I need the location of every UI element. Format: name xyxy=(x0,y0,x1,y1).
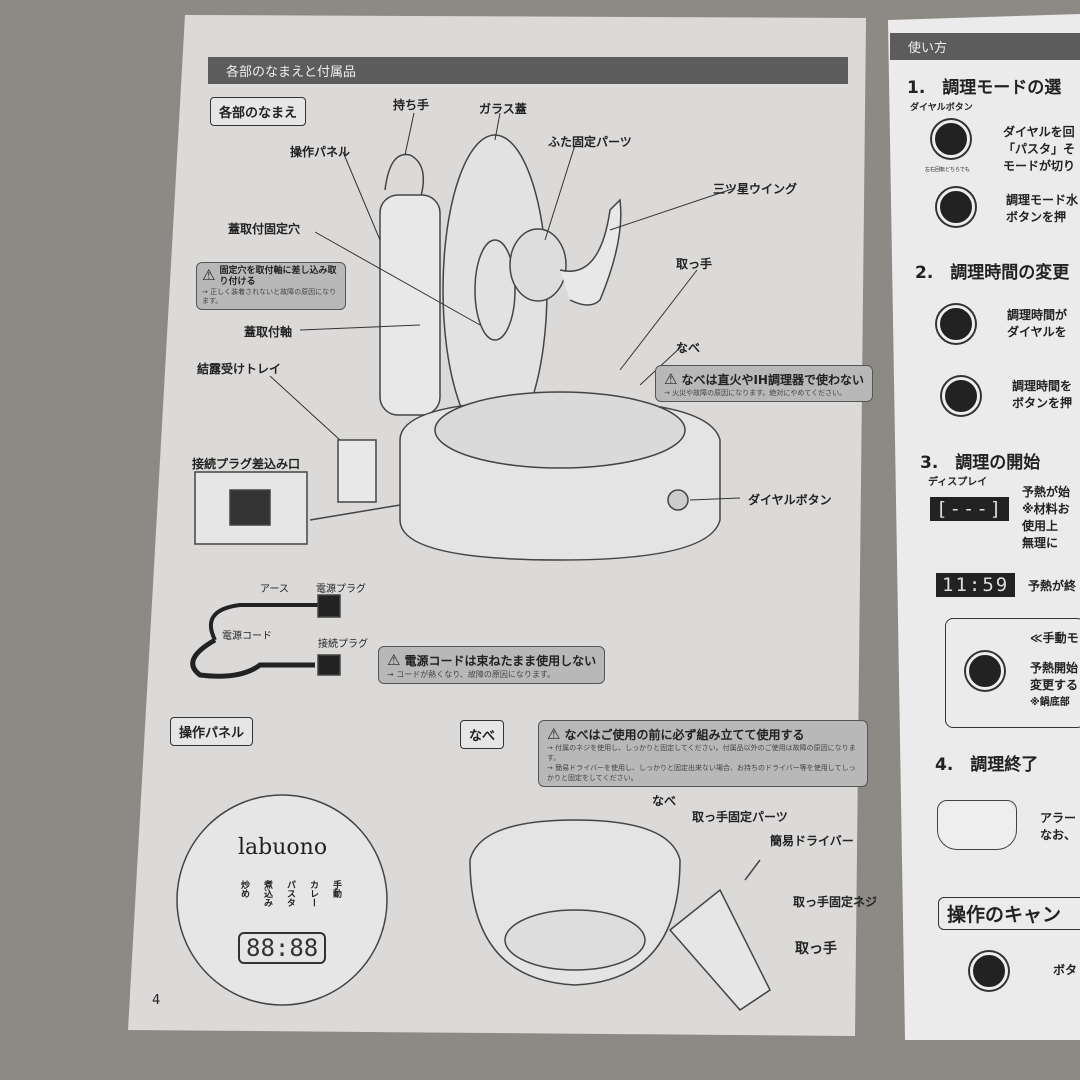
press-button-icon xyxy=(942,377,980,415)
section-header: 各部のなまえと付属品 xyxy=(208,57,848,84)
warning-icon: ⚠ xyxy=(547,725,561,743)
warning-icon: ⚠ xyxy=(664,370,678,388)
step1-title: 1. 調理モードの選 xyxy=(907,78,1062,98)
label-lid-hole: 蓋取付固定穴 xyxy=(228,222,301,236)
label-power-cord: 電源コード xyxy=(222,631,272,642)
step3-text1: 予熱が始※材料お使用上無理に xyxy=(1022,485,1071,550)
label-lid-shaft: 蓋取付軸 xyxy=(244,325,293,339)
pot-heading: なべ xyxy=(460,720,505,749)
label-glass-lid: ガラス蓋 xyxy=(479,102,527,116)
step3-text2: 予熱が終 xyxy=(1028,579,1077,593)
brand-logo: labuono xyxy=(238,835,328,860)
panel-heading: 操作パネル xyxy=(170,717,254,746)
warning-icon: ⚠ xyxy=(202,266,216,284)
label-pot: なべ xyxy=(676,341,701,355)
label-handle: 取っ手 xyxy=(676,257,713,271)
label-pot-2: なべ xyxy=(652,794,677,808)
lcd-time: 11:59 xyxy=(936,573,1016,597)
label-handle-top: 持ち手 xyxy=(393,98,430,112)
label-lid-fix-parts: ふた固定パーツ xyxy=(548,135,632,149)
mode-pasta: パスタ xyxy=(285,880,295,907)
mode-labels: 炒め 煮込み パスタ カレー 手動 xyxy=(238,880,343,907)
label-driver: 簡易ドライバー xyxy=(770,834,854,848)
label-dew-tray: 結露受けトレイ xyxy=(197,362,282,376)
right-section-header: 使い方 xyxy=(890,33,1080,60)
label-connect-plug: 接続プラグ xyxy=(318,639,368,650)
mode-curry: カレー xyxy=(308,880,318,907)
dial-label: ダイヤルボタン xyxy=(910,103,973,113)
cancel-text: ボタ xyxy=(1053,963,1078,977)
label-screw: 取っ手固定ネジ xyxy=(793,895,878,909)
step1-text2: 調理モード水ボタンを押 xyxy=(1006,193,1079,224)
warning-assemble: ⚠なべはご使用の前に必ず組み立てて使用する→ 付属のネジを使用し、しっかりと固定… xyxy=(538,720,868,787)
manual-title: ≪手動モ xyxy=(1030,631,1079,645)
step4-title: 4. 調理終了 xyxy=(935,755,1039,775)
step1-text1: ダイヤルを回「パスタ」そモードが切り xyxy=(1003,125,1076,173)
dial-knob-icon xyxy=(932,120,970,158)
press-button-icon xyxy=(937,188,975,226)
warning-lid-sub: → 正しく装着されないと故障の原因になります。 xyxy=(202,288,337,305)
rotate-note: 左右回転どちらでも xyxy=(925,167,970,173)
label-dial-button: ダイヤルボタン xyxy=(748,493,832,507)
parts-heading: 各部のなまえ xyxy=(210,97,307,126)
label-power-plug: 電源プラグ xyxy=(316,584,366,595)
step3-title: 3. 調理の開始 xyxy=(920,453,1041,473)
label-earth: アース xyxy=(260,584,289,595)
label-handle-fix: 取っ手固定パーツ xyxy=(692,810,788,824)
manual-mode-box xyxy=(945,618,1080,728)
display-label: ディスプレイ xyxy=(928,477,988,488)
warning-icon: ⚠ xyxy=(387,651,401,669)
step4-text: アラーなお、 xyxy=(1040,811,1077,842)
page-number: 4 xyxy=(152,993,161,1008)
label-handle-2: 取っ手 xyxy=(795,941,837,957)
warning-lid-title: 固定穴を取付軸に差し込み取り付ける xyxy=(219,266,337,287)
dial-knob-icon xyxy=(966,652,1004,690)
warning-cord: ⚠電源コードは束ねたまま使用しない→ コードが熱くなり、故障の原因になります。 xyxy=(378,646,606,684)
display-anim: [---] xyxy=(930,497,1010,521)
mode-simmer: 煮込み xyxy=(262,880,272,907)
mode-stir-fry: 炒め xyxy=(239,880,249,898)
step2-text1: 調理時間がダイヤルを xyxy=(1007,308,1068,339)
warning-pot-fire: ⚠なべは直火やIH調理器で使わない→ 火災や故障の原因になります。絶対にやめてく… xyxy=(655,365,873,402)
mode-manual: 手動 xyxy=(331,880,341,898)
label-wing: 三ツ星ウイング xyxy=(713,182,798,196)
panel-display: 88:88 xyxy=(238,932,327,964)
step2-title: 2. 調理時間の変更 xyxy=(915,263,1070,283)
label-control-panel: 操作パネル xyxy=(290,145,351,159)
dial-knob-icon xyxy=(937,305,975,343)
press-button-icon xyxy=(970,952,1008,990)
manual-text: 予熱開始変更する※鍋底部 xyxy=(1030,661,1079,708)
step2-text2: 調理時間をボタンを押 xyxy=(1012,379,1073,410)
label-plug-port: 接続プラグ差込み口 xyxy=(192,457,301,471)
appliance-small-icon xyxy=(937,800,1017,850)
cancel-title: 操作のキャン xyxy=(938,897,1080,930)
warning-lid: ⚠ 固定穴を取付軸に差し込み取り付ける → 正しく装着されないと故障の原因になり… xyxy=(196,262,346,310)
